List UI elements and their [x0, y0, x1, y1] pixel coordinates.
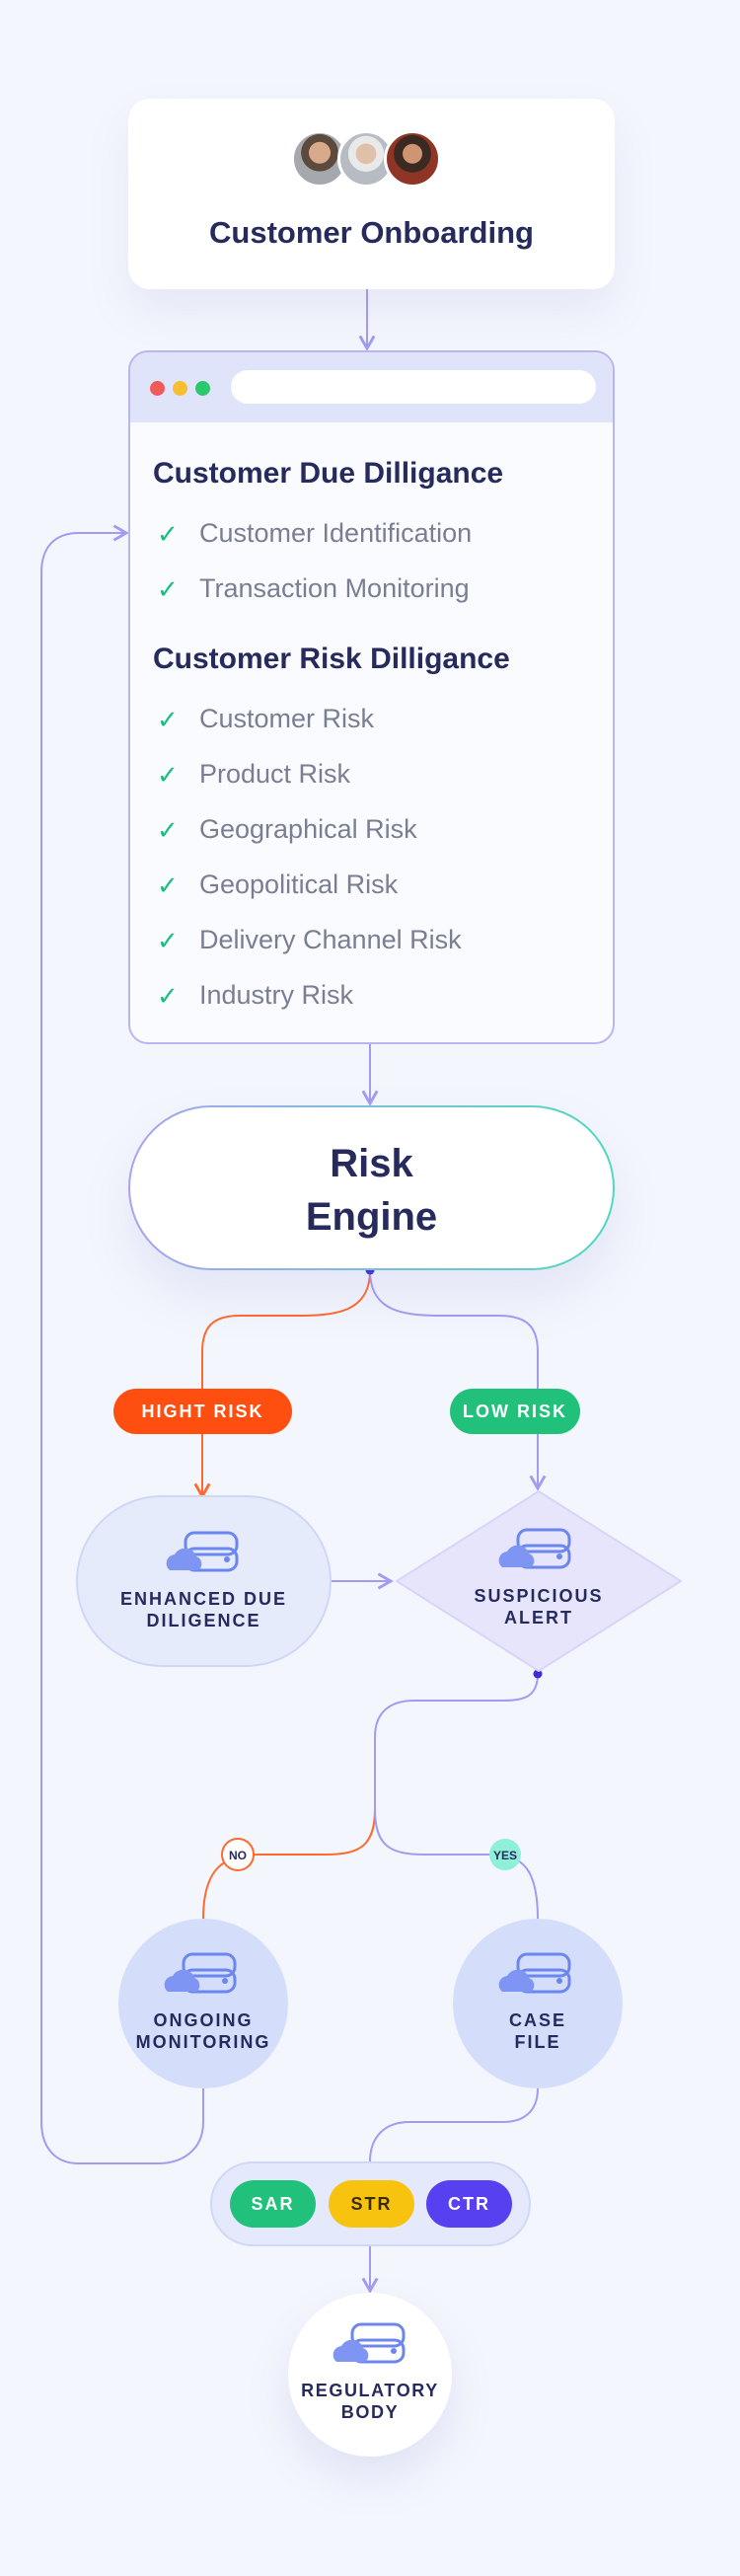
risk-engine-title-line2: Engine	[305, 1195, 438, 1239]
connector-suspicious-to-decision	[374, 1673, 539, 1809]
case-file-label-line2: FILE	[514, 2032, 561, 2052]
suspicious-label-line2: ALERT	[504, 1608, 573, 1628]
due-diligence-item-label: Transaction Monitoring	[199, 573, 470, 603]
check-icon: ✓	[157, 761, 179, 791]
risk-diligence-item-label: Geopolitical Risk	[199, 870, 399, 899]
cloud-server-icon	[164, 1952, 237, 1994]
cloud-server-icon	[498, 1528, 571, 1569]
risk-engine-node[interactable]: Risk Engine	[128, 1105, 615, 1270]
risk-diligence-item-label: Geographical Risk	[199, 814, 417, 844]
cloud-server-icon	[166, 1531, 239, 1572]
enhanced-label-line1: ENHANCED DUE	[119, 1589, 287, 1609]
ongoing-monitoring-label: ONGOING MONITORING	[118, 2009, 288, 2053]
report-tray: SAR STR CTR	[210, 2161, 531, 2246]
window-close-dot[interactable]	[150, 381, 165, 396]
window-maximize-dot[interactable]	[195, 381, 210, 396]
suspicious-label-line1: SUSPICIOUS	[474, 1586, 604, 1606]
enhanced-due-diligence-label: ENHANCED DUE DILIGENCE	[78, 1588, 330, 1631]
risk-engine-title: Risk Engine	[130, 1137, 613, 1244]
risk-diligence-item-label: Customer Risk	[199, 704, 375, 733]
decision-no-label: NO	[229, 1849, 247, 1862]
risk-diligence-title: Customer Risk Dilligance	[153, 643, 510, 675]
due-diligence-item-label: Customer Identification	[199, 518, 473, 548]
cloud-server-icon	[333, 2322, 406, 2364]
decision-no-marker: NO	[221, 1838, 255, 1871]
connector-decision-no	[202, 1808, 376, 1920]
ongoing-monitoring-node[interactable]: ONGOING MONITORING	[118, 1919, 288, 2088]
risk-diligence-item-label: Delivery Channel Risk	[199, 925, 462, 954]
risk-engine-title-line1: Risk	[330, 1142, 413, 1185]
ongoing-label-line1: ONGOING	[153, 2010, 254, 2030]
connector-case-to-reports	[369, 2087, 539, 2162]
check-icon: ✓	[157, 575, 179, 605]
avatar	[384, 130, 441, 188]
diligence-window: Customer Due Dilligance ✓ Customer Ident…	[128, 350, 615, 1044]
connector-engine-to-low-risk	[369, 1269, 547, 1491]
check-icon: ✓	[157, 871, 179, 901]
high-risk-badge[interactable]: HIGHT RISK	[113, 1389, 292, 1434]
check-icon: ✓	[157, 982, 179, 1012]
case-file-node[interactable]: CASE FILE	[453, 1919, 623, 2088]
risk-diligence-item-label: Industry Risk	[199, 980, 354, 1010]
sar-button[interactable]: SAR	[230, 2180, 316, 2228]
regulatory-label-line1: REGULATORY	[301, 2381, 439, 2400]
connector-engine-to-high-risk	[193, 1269, 371, 1499]
suspicious-alert-label: SUSPICIOUS ALERT	[393, 1585, 685, 1629]
due-diligence-title: Customer Due Dilligance	[153, 457, 504, 490]
regulatory-label-line2: BODY	[340, 2402, 400, 2422]
low-risk-badge[interactable]: LOW RISK	[450, 1389, 580, 1434]
address-bar[interactable]	[231, 370, 596, 404]
str-button[interactable]: STR	[329, 2180, 414, 2228]
suspicious-alert-diamond	[396, 1490, 682, 1672]
enhanced-label-line2: DILIGENCE	[146, 1611, 261, 1630]
suspicious-alert-node[interactable]: SUSPICIOUS ALERT	[393, 1488, 685, 1674]
onboarding-title: Customer Onboarding	[209, 215, 534, 250]
ongoing-label-line2: MONITORING	[135, 2032, 271, 2052]
decision-yes-marker: YES	[489, 1839, 521, 1870]
regulatory-body-label: REGULATORY BODY	[288, 2380, 452, 2423]
enhanced-due-diligence-node[interactable]: ENHANCED DUE DILIGENCE	[76, 1495, 332, 1667]
risk-diligence-item-label: Product Risk	[199, 759, 351, 789]
window-minimize-dot[interactable]	[173, 381, 187, 396]
case-file-label-line1: CASE	[508, 2010, 566, 2030]
check-icon: ✓	[157, 816, 179, 846]
ctr-button[interactable]: CTR	[426, 2180, 512, 2228]
check-icon: ✓	[157, 706, 179, 735]
cloud-server-icon	[498, 1952, 571, 1994]
case-file-label: CASE FILE	[453, 2009, 623, 2053]
check-icon: ✓	[157, 927, 179, 956]
decision-yes-label: YES	[493, 1849, 517, 1862]
check-icon: ✓	[157, 520, 179, 550]
customer-onboarding-card[interactable]: Customer Onboarding	[128, 99, 615, 289]
window-titlebar	[130, 352, 613, 422]
connector-ongoing-loop	[40, 524, 204, 2164]
regulatory-body-node[interactable]: REGULATORY BODY	[288, 2293, 452, 2457]
